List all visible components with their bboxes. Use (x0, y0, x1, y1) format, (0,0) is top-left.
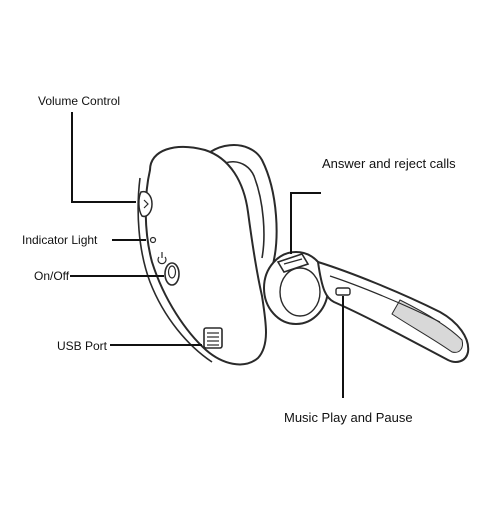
answer-reject-label: Answer and reject calls (322, 156, 456, 171)
on-off-switch-knob (167, 265, 177, 279)
music-button (335, 287, 351, 296)
volume-control-label: Volume Control (38, 94, 121, 108)
leader-lines (70, 112, 344, 398)
microphone-boom-edge (329, 275, 441, 323)
leader-answer (290, 192, 321, 254)
earpiece-pod-inner (279, 267, 321, 317)
volume-rocker (138, 190, 153, 218)
indicator-light (149, 236, 157, 244)
volume-rocker-mark (143, 199, 149, 209)
music-play-pause-label: Music Play and Pause (284, 410, 413, 425)
ear-hook (195, 144, 278, 269)
on-off-switch (164, 262, 180, 286)
usb-port-label: USB Port (57, 339, 108, 353)
headset-body (144, 145, 267, 366)
leader-volume (71, 112, 136, 203)
on-off-label: On/Off (34, 269, 70, 283)
power-icon (157, 252, 167, 265)
indicator-light-label: Indicator Light (22, 233, 98, 247)
answer-button (276, 253, 310, 273)
usb-port-pins (207, 332, 219, 346)
